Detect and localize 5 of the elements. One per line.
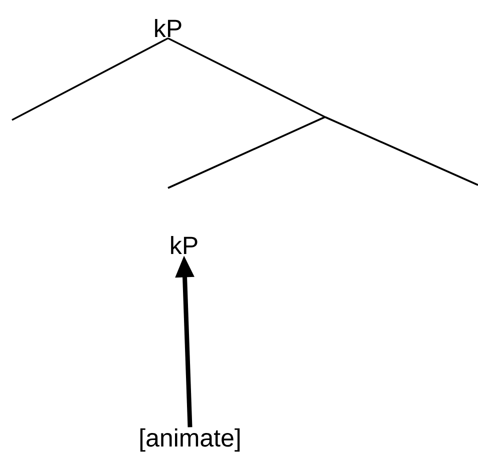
node-label: [animate] [140,428,240,452]
node-label: kP [171,236,198,254]
tree-branch [12,37,168,121]
tree-branch [168,37,326,118]
node-label: kP [155,18,182,38]
